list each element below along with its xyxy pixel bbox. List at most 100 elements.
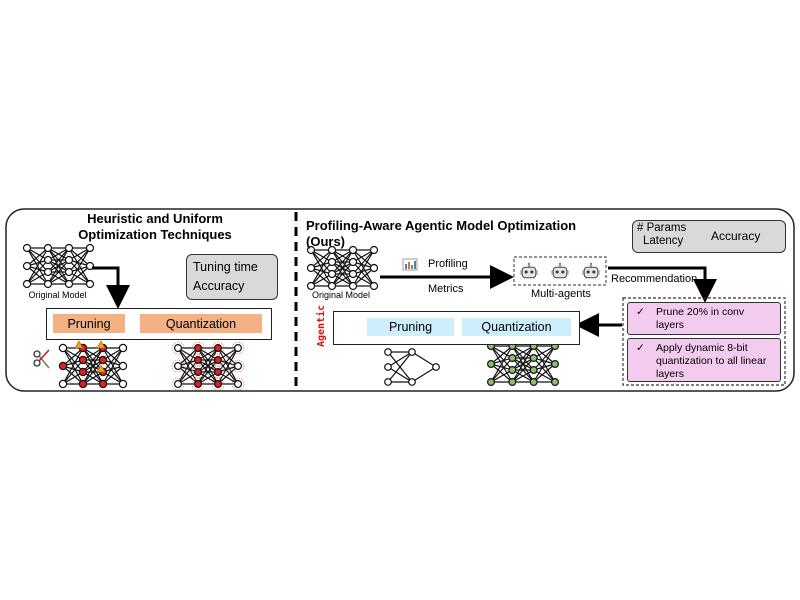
network-edge [82,359,104,385]
network-node [22,279,32,289]
latency-label: Latency [643,235,684,247]
network-node [550,360,559,369]
network-node [85,243,95,253]
network-edge [68,247,91,267]
accuracy-label-right: Accuracy [711,229,761,243]
network-node [43,243,53,253]
network-edge [490,345,513,359]
network-node [58,343,68,353]
network-edge [82,347,104,385]
network-edge [26,265,49,285]
quantization-halo [231,341,245,355]
network-node [508,378,517,387]
network-node [118,379,128,389]
network-edge [533,369,556,383]
network-edge [490,345,513,365]
network-edge [490,345,513,383]
network-node [348,269,358,279]
quantization-halo [231,359,245,373]
network-edge [511,357,535,383]
network-node [64,267,74,277]
network-edge [177,347,199,385]
network-node [64,279,74,289]
network-edge [62,359,84,385]
network-node [508,354,517,363]
quantized-network-left [171,341,245,391]
check-icon: ✓ [636,306,645,318]
network-node [98,355,108,365]
network-edge [68,247,91,285]
network-node [348,257,358,267]
network-node [529,378,538,387]
pruning-pill-left: Pruning [53,314,125,333]
robot-head [521,266,537,279]
quantization-pill-left: Quantization [140,314,262,333]
network-node [384,363,392,371]
network-edge [331,249,354,287]
chart-icon [402,258,418,271]
network-edge [310,261,333,287]
network-edge [533,345,556,371]
network-edge [102,347,124,367]
network-edge [387,366,413,383]
warning-icon [96,364,106,373]
quantization-halo [171,377,185,391]
network-node [194,344,203,353]
network-node [85,261,95,271]
network-node [214,368,223,377]
network-edge [47,247,70,285]
network-edge [352,249,375,269]
network-node [369,245,379,255]
network-edge [511,345,535,371]
outer-frame [5,208,795,392]
network-edge [533,345,556,365]
network-node [78,367,88,377]
scissors-icon [33,349,50,369]
quantized-network-right [487,342,559,387]
network-edge [217,365,239,385]
network-edge [177,365,199,385]
accuracy-label-left: Accuracy [193,279,245,293]
network-node [58,379,68,389]
network-edge [310,249,333,287]
left-title-line1: Heuristic and Uniform [87,211,223,226]
robot-head [552,266,568,279]
network-node [550,378,559,387]
quantization-halo [171,341,185,355]
network-node [327,257,337,267]
warning-icon [74,340,84,349]
network-node [487,378,496,387]
pruning-pill-right: Pruning [367,318,454,336]
quantization-halo [191,377,205,391]
network-node [306,281,316,291]
network-edge [411,366,437,383]
warning-icon [96,340,106,349]
network-node [78,355,88,365]
network-node [384,348,392,356]
network-node [43,279,53,289]
network-edge [411,351,437,368]
network-edge [512,369,534,383]
network-node [118,343,128,353]
network-edge [352,249,375,287]
network-edge [26,259,49,285]
network-edge [62,347,84,385]
network-node [43,267,53,277]
network-edge [177,347,199,367]
network-edge [47,259,70,285]
quantization-halo [211,377,225,391]
multi-agents-box [513,256,607,286]
network-node [194,368,203,377]
network-edge [387,351,413,368]
recommendation-item-1: ✓ Prune 20% in conv layers [627,302,781,335]
network-node [22,243,32,253]
network-node [214,380,223,389]
network-edge [197,347,219,385]
network-node [306,245,316,255]
network-edge [102,347,124,385]
network-node [98,379,108,389]
network-edge [217,359,239,385]
network-edge [533,357,556,383]
network-edge [82,347,104,373]
